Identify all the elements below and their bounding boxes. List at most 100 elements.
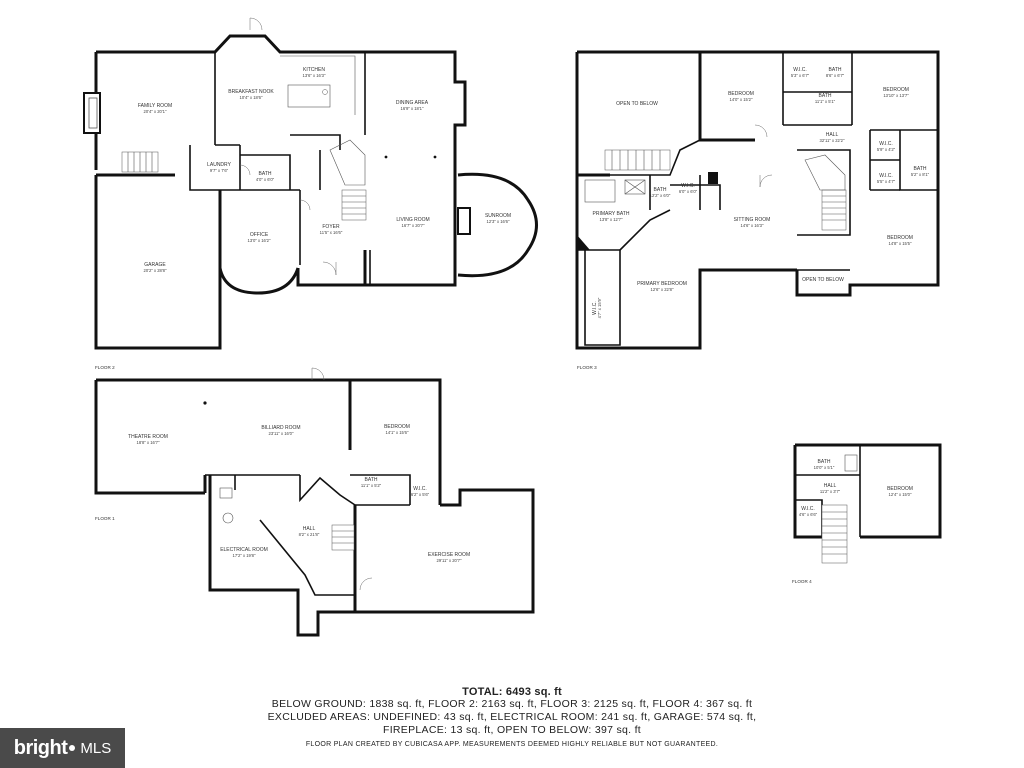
room-name: OFFICE [250,232,269,238]
room-dim: 13'10" x 13'7" [883,93,909,98]
room-dim: 11'1" x 5'2" [361,483,382,488]
room-dim: 11'1" x 5'1" [815,99,836,104]
floor-3-label: FLOOR 3 [577,365,597,370]
room-dim: 14'8" x 15'5" [889,241,912,246]
floor-4-plan: FLOOR 4 [792,443,942,584]
room-name: BEDROOM [887,235,913,241]
room-name: LAUNDRY [207,162,231,168]
room-name: BATH [259,171,272,177]
room-dim: 5'9" x 4'2" [877,147,896,152]
room-name: BATH [914,166,927,172]
floor-2-plan: FLOOR 2 [83,17,538,370]
room-dim: 10'4" x 18'6" [240,95,263,100]
room-name: PRIMARY BATH [593,211,630,217]
room-name: W.I.C. [793,67,807,73]
room-dim: 9'7" x 7'6" [210,168,229,173]
excluded-areas-line-2: FIREPLACE: 13 sq. ft, OPEN TO BELOW: 397… [382,724,642,736]
room-name: EXERCISE ROOM [428,552,470,558]
room-dim: 11'2" x 3'7" [820,489,841,494]
room-name: KITCHEN [303,67,325,73]
room-name: BATH [365,477,378,483]
excluded-areas-line: EXCLUDED AREAS: UNDEFINED: 43 sq. ft, EL… [267,711,757,723]
room-labels: FAMILY ROOM 20'4" x 20'1" BREAKFAST NOOK… [128,67,930,563]
brand-dot-icon [69,745,76,751]
room-name: OPEN TO BELOW [616,101,658,107]
area-summary: TOTAL: 6493 sq. ft BELOW GROUND: 1838 sq… [0,686,1024,748]
floor-areas-line: BELOW GROUND: 1838 sq. ft, FLOOR 2: 2163… [271,698,753,710]
room-name: BATH [818,459,831,465]
room-name: ELECTRICAL ROOM [220,547,268,553]
room-dim: 6'2" x 5'6" [411,492,430,497]
room-name: BEDROOM [728,91,754,97]
room-name: BEDROOM [384,424,410,430]
floor-1-label: FLOOR 1 [95,516,115,521]
room-name: W.I.C. [413,486,427,492]
room-dim: 4'7" x 15'9" [597,297,602,318]
room-name: W.I.C. [879,173,893,179]
room-dim: 12'2" x 6'0" [650,193,671,198]
room-dim: 23'11" x 16'0" [269,431,294,436]
room-dim: 12'6" x 22'8" [651,287,674,292]
room-dim: 14'1" x 15'6" [386,430,409,435]
room-dim: 6'0" x 6'0" [679,189,698,194]
room-dim: 12'4" x 15'0" [889,492,912,497]
room-dim: 5'2" x 8'1" [911,172,930,177]
room-name: BATH [654,187,667,193]
room-name: W.I.C. [879,141,893,147]
floor-4-label: FLOOR 4 [792,579,812,584]
floor-3-plan: FLOOR 3 [575,50,940,370]
room-name: HALL [826,132,839,138]
room-name: W.I.C. [801,506,815,512]
room-name: FAMILY ROOM [138,103,172,109]
room-name: BEDROOM [883,87,909,93]
room-name: BREAKFAST NOOK [228,89,274,95]
floor-1-plan: FLOOR 1 [94,367,535,637]
room-dim: 8'6" x 6'7" [826,73,845,78]
room-name: BEDROOM [887,486,913,492]
room-dim: 10'0" x 5'1" [814,465,835,470]
room-dim: 13'0" x 16'2" [248,238,271,243]
room-name: W.I.C. [592,301,598,315]
room-dim: 13'6" x 16'3" [303,73,326,78]
room-dim: 20'2" x 28'8" [144,268,167,273]
room-dim: 18'8" x 16'7" [137,440,160,445]
room-dim: 12'3" x 16'6" [487,219,510,224]
room-dim: 4'0" x 6'0" [256,177,275,182]
room-name: HALL [824,483,837,489]
bright-mls-logo: bright MLS [0,728,125,768]
room-name: W.I.C. [681,183,695,189]
room-name: GARAGE [144,262,166,268]
room-dim: 11'5" x 16'6" [320,230,343,235]
brand-name: bright [13,736,68,759]
room-dim: 8'2" x 21'8" [299,532,320,537]
room-dim: 16'7" x 20'7" [402,223,425,228]
room-dim: 16'9" x 18'1" [401,106,424,111]
room-name: PRIMARY BEDROOM [637,281,687,287]
room-dim: 14'6" x 16'3" [741,223,764,228]
room-dim: 5'5" x 4'7" [877,179,896,184]
disclaimer: FLOOR PLAN CREATED BY CUBICASA APP. MEAS… [305,741,719,748]
room-dim: 13'8" x 12'7" [600,217,623,222]
room-dim: 17'2" x 19'8" [233,553,256,558]
room-name: FOYER [322,224,340,230]
room-dim: 5'3" x 6'7" [791,73,810,78]
room-dim: 29'11" x 20'7" [437,558,462,563]
room-name: OPEN TO BELOW [802,277,844,283]
room-name: DINING AREA [396,100,429,106]
room-dim: 14'0" x 15'2" [730,97,753,102]
room-dim: 32'11" x 22'2" [820,138,845,143]
room-dim: 20'4" x 20'1" [144,109,167,114]
total-area: TOTAL: 6493 sq. ft [462,686,562,698]
room-dim: 4'6" x 6'6" [799,512,818,517]
room-name: SITTING ROOM [734,217,771,223]
room-name: LIVING ROOM [396,217,429,223]
room-name: THEATRE ROOM [128,434,168,440]
floor-2-label: FLOOR 2 [95,365,115,370]
room-name: HALL [303,526,316,532]
room-name: BATH [829,67,842,73]
room-name: BILLIARD ROOM [261,425,300,431]
brand-suffix: MLS [80,739,112,757]
room-name: SUNROOM [485,213,511,219]
room-name: BATH [819,93,832,99]
